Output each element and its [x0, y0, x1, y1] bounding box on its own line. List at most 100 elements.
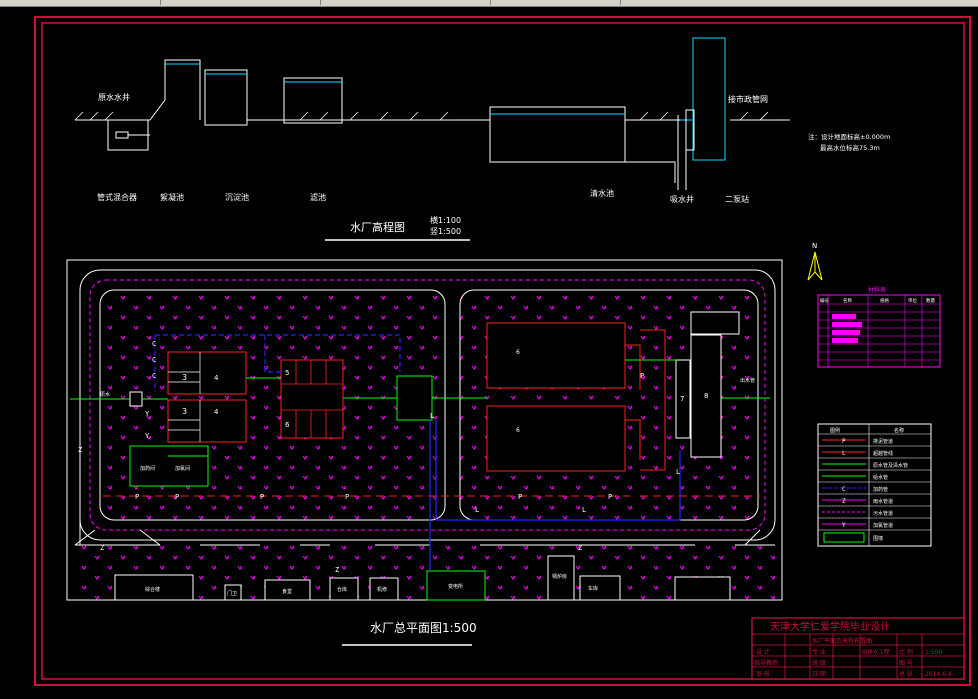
profile-note-1: 注：设计地面标高±0.000m	[808, 132, 890, 141]
clearwell-north-label: 6	[516, 349, 520, 356]
unit-8-pump-house[interactable]	[690, 334, 722, 458]
tb-label: 日 期	[812, 670, 826, 678]
unit-7[interactable]	[675, 359, 691, 439]
legend-symbol: P	[842, 438, 846, 445]
material-header: 编号	[820, 297, 829, 304]
drawing-canvas[interactable]: 原水水井 管式混合器 絮凝池 沉淀池 滤池 清水池 吸水井 二泵站 接市政管网 …	[0, 6, 978, 699]
label-network: 接市政管网	[728, 94, 768, 104]
tb-value: 1:500	[925, 649, 942, 656]
profile-note-2: 最高水位标高75.3m	[820, 143, 880, 152]
legend-symbol: L	[842, 450, 846, 457]
dosing-pipe	[154, 334, 401, 392]
unit-6-label: 6	[285, 421, 290, 429]
pipe-label-p: P	[260, 493, 264, 501]
unit-5-6-filters[interactable]	[280, 359, 344, 439]
building-3-label: 食堂	[282, 588, 292, 595]
elevation-profile	[74, 37, 790, 190]
tb-label: 比 例	[899, 648, 913, 656]
legend-header: 名称	[894, 427, 904, 434]
building-4[interactable]	[329, 577, 359, 601]
unit-3b[interactable]	[167, 399, 247, 443]
legend-item-label: 加氯管道	[873, 522, 893, 529]
building-9[interactable]	[674, 576, 731, 601]
substation-box[interactable]	[690, 311, 740, 335]
inlet-chamber[interactable]	[129, 391, 143, 407]
tb-label: 总 张	[899, 670, 913, 678]
scale-horizontal: 横1:100	[430, 215, 461, 225]
chem-building[interactable]	[129, 445, 209, 487]
bypass-pipe	[429, 420, 681, 570]
pipe-label-z: Z	[335, 566, 339, 574]
inner-border	[41, 22, 965, 680]
svg-text:N: N	[812, 242, 817, 250]
chlorine-room-label: 加氯间	[175, 465, 190, 472]
drawing-name: 水厂平面及高程布置图	[812, 637, 872, 645]
raw-water-pipe	[70, 359, 770, 400]
label-filter: 滤池	[310, 192, 326, 202]
sheet-border	[34, 16, 971, 686]
unit-7-label: 7	[680, 395, 684, 403]
unit-3a-label: 3	[182, 373, 187, 382]
tb-label: 指导教师	[754, 659, 778, 667]
building-7[interactable]	[547, 555, 575, 601]
building-1-label: 综合楼	[145, 586, 160, 593]
scale-vertical: 竖1:500	[430, 227, 461, 236]
label-mixer: 管式混合器	[97, 192, 137, 202]
legend-item-label: 超越管线	[873, 450, 893, 457]
building-8-label: 车库	[588, 585, 598, 592]
unit-3a[interactable]	[167, 351, 247, 395]
building-5[interactable]	[369, 577, 399, 601]
legend-item-label: 加药管	[873, 486, 888, 493]
pipe-label-z: Z	[78, 446, 82, 454]
building-6-label: 变电所	[448, 583, 463, 590]
building-8[interactable]	[579, 575, 621, 601]
pipe-label-p: P	[175, 493, 179, 501]
unit-4b-label: 4	[214, 408, 219, 416]
toolbar-segment	[0, 0, 161, 5]
pipe-label-c: C	[152, 340, 156, 348]
legend-table	[817, 423, 932, 547]
legend-item-label: 给水管	[873, 474, 888, 481]
legend-item-label: 污水管道	[873, 510, 893, 517]
unit-5-label: 5	[285, 369, 289, 377]
legend-item-label: 围墙	[873, 535, 883, 542]
school-name: 天津大学仁爱学院毕业设计	[770, 620, 890, 633]
inner-road	[79, 269, 776, 541]
unit-4a-label: 4	[214, 374, 219, 382]
pipe-label-p: P	[640, 372, 644, 380]
clearwell-south[interactable]	[486, 405, 626, 472]
legend-item-label: 雨水管道	[873, 498, 893, 505]
pipe-label-p: P	[608, 493, 612, 501]
unit-8-label: 8	[704, 392, 708, 400]
pipe-label-p: P	[345, 493, 349, 501]
toolbar-segment	[490, 0, 621, 5]
pipe-label-z: Z	[578, 544, 582, 552]
building-2[interactable]	[224, 584, 242, 601]
north-arrow-icon: N	[807, 242, 823, 281]
building-3[interactable]	[264, 579, 311, 601]
distribution-well[interactable]	[396, 375, 433, 421]
label-sedimentation: 沉淀池	[225, 192, 249, 202]
label-clearwell: 清水池	[590, 188, 614, 198]
tb-label: 审 核	[756, 670, 770, 678]
building-6[interactable]	[426, 570, 486, 601]
tb-label: 班 级	[812, 659, 826, 667]
building-7-label: 锅炉房	[552, 573, 567, 580]
wall-dashed	[89, 279, 766, 531]
clearwell-north[interactable]	[486, 322, 626, 389]
material-header: 名称	[843, 297, 852, 304]
building-4-label: 仓库	[337, 586, 347, 593]
toolbar-segment	[320, 0, 491, 5]
toolbar-segment	[160, 0, 321, 5]
pipe-label-p: P	[135, 493, 139, 501]
label-suction-well: 吸水井	[670, 194, 694, 204]
material-header: 单位	[908, 297, 917, 304]
building-1[interactable]	[114, 574, 194, 601]
legend-header: 图例	[830, 427, 840, 434]
material-table-title: 材料表	[868, 286, 886, 294]
pipe-label-l: L	[676, 468, 680, 476]
legend-symbol: Z	[842, 498, 846, 505]
legend-item-label: 排泥管道	[873, 438, 893, 445]
material-table: 材料表	[817, 286, 941, 368]
pipe-label-l: L	[475, 506, 479, 514]
